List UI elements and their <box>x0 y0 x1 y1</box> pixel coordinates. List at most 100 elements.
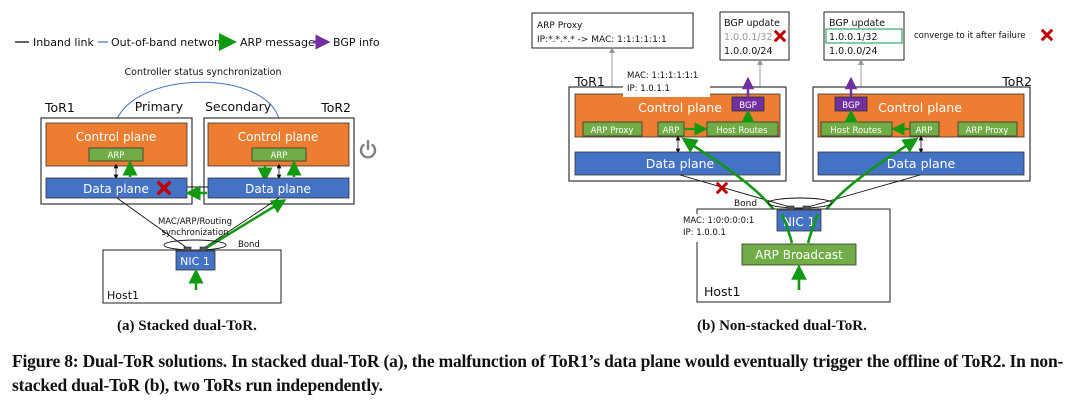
data-plane-label: Data plane <box>646 156 715 171</box>
failure-x-icon <box>1040 28 1054 42</box>
host-routes-module-label: Host Routes <box>830 126 882 136</box>
controller-sync-label: Controller status synchronization <box>125 67 282 78</box>
arp-module <box>909 121 940 137</box>
stacked-tor1: ToR1 Primary Control plane ARP Data plan… <box>40 99 193 205</box>
control-plane-label: Control plane <box>878 100 962 115</box>
bgp-module-label: BGP <box>739 101 756 111</box>
arp-proxy-info-frame <box>531 12 694 49</box>
host1-label: Host1 <box>107 289 139 302</box>
bgp-update-title: BGP update <box>829 18 885 29</box>
legend-label: ARP message <box>240 36 315 49</box>
bond-ellipse <box>163 239 227 251</box>
tor1-label: ToR1 <box>44 100 75 115</box>
data-plane-label: Data plane <box>245 182 311 196</box>
nic-port <box>802 205 811 211</box>
host1-label: Host1 <box>704 284 740 299</box>
sync-note-line1: MAC/ARP/Routing <box>158 217 232 227</box>
bgp-update-tor2-box: BGP update 1.0.0.1/32 1.0.0.0/24 <box>823 11 905 61</box>
arp-module-label: ARP <box>916 126 933 136</box>
data-plane <box>817 151 1025 176</box>
data-plane-label: Data plane <box>83 182 149 196</box>
legend-item-out-of-band: Out-of-band network <box>98 36 226 49</box>
highlight-route-box <box>825 28 903 44</box>
tor1-address-label <box>623 67 710 97</box>
tor1-ip: IP: 1.0.1.1 <box>627 84 670 94</box>
bgp-update-title: BGP update <box>724 18 780 29</box>
nic-port <box>199 246 208 252</box>
stacked-diagram: Controller status synchronization ToR1 P… <box>40 67 377 304</box>
arp-broadcast-tail <box>780 213 794 244</box>
control-plane-label: Control plane <box>638 100 722 115</box>
nonstacked-tor2: ToR2 Control plane BGP Host Routes ARP A… <box>812 74 1032 182</box>
arp-module-label: ARP <box>271 151 288 161</box>
bgp-update-tor1-box: BGP update 1.0.0.1/32 1.0.0.0/24 <box>719 11 790 61</box>
tor2-label: ToR2 <box>320 100 351 115</box>
host-address-label-bg <box>682 214 744 242</box>
route-host: 1.0.0.1/32 <box>829 32 878 43</box>
route-aggregate: 1.0.0.0/24 <box>724 46 773 57</box>
bond-ellipse <box>767 197 833 209</box>
bond-label: Bond <box>238 240 260 250</box>
route-withdrawn: 1.0.0.1/32 <box>724 32 773 43</box>
inband-link-tor2 <box>203 197 280 249</box>
bgp-update-frame <box>823 11 905 61</box>
arp-proxy-info-box: ARP Proxy IP:*.*.*.* -> MAC: 1:1:1:1:1:1 <box>531 12 694 49</box>
host-mac: MAC: 1:0:0:0:0:1 <box>683 216 754 226</box>
tor2-label: ToR2 <box>1001 74 1032 89</box>
arp-to-tor2-arrow <box>205 199 287 250</box>
sync-note-line2: synchronization <box>161 228 228 238</box>
inband-link-tor2 <box>807 174 921 208</box>
control-plane-label: Control plane <box>238 130 318 144</box>
host-ip: IP: 1.0.0.1 <box>683 228 726 238</box>
arp-proxy-module <box>582 121 643 137</box>
subcaption-a: (a) Stacked dual-ToR. <box>117 318 257 334</box>
nic1-label: NIC 1 <box>783 215 815 229</box>
bond-label: Bond <box>734 199 757 209</box>
tor1-mac: MAC: 1:1:1:1:1:1 <box>627 71 698 81</box>
arp-module <box>657 121 685 137</box>
oob-sync-arc <box>116 81 280 120</box>
converge-note: converge to it after failure <box>914 31 1025 41</box>
legend-label: Inband link <box>33 36 94 49</box>
legend-item-bgp-info: BGP info <box>313 34 380 50</box>
route-aggregate: 1.0.0.0/24 <box>829 46 878 57</box>
control-plane-label: Control plane <box>76 130 156 144</box>
secondary-label: Secondary <box>205 99 272 114</box>
arp-module-label: ARP <box>663 126 680 136</box>
arp-module <box>251 147 307 162</box>
link-failure-x-icon <box>715 181 729 195</box>
bgp-module-label: BGP <box>842 101 859 111</box>
legend-item-inband-link: Inband link <box>15 36 94 49</box>
nonstacked-diagram: ARP Proxy IP:*.*.*.* -> MAC: 1:1:1:1:1:1… <box>531 11 1054 303</box>
legend-label: Out-of-band network <box>111 36 226 49</box>
legend-label: BGP info <box>333 36 380 49</box>
arp-proxy-rule: IP:*.*.*.* -> MAC: 1:1:1:1:1:1 <box>537 35 667 45</box>
arp-module <box>88 147 144 162</box>
legend-item-arp-message: ARP message <box>218 33 315 51</box>
arp-broadcast-label: ARP Broadcast <box>755 248 843 262</box>
nic1-label: NIC 1 <box>180 255 210 268</box>
primary-label: Primary <box>135 99 184 114</box>
host-routes-module-label: Host Routes <box>716 126 768 136</box>
data-plane-label: Data plane <box>887 156 956 171</box>
arp-proxy-module-label: ARP Proxy <box>591 126 634 136</box>
nic-port <box>183 246 192 252</box>
stacked-tor2: Secondary ToR2 Control plane ARP Data pl… <box>203 99 377 205</box>
nic-port <box>786 205 795 211</box>
arp-proxy-module-label: ARP Proxy <box>966 126 1009 136</box>
power-off-icon <box>359 139 377 159</box>
nonstacked-tor1: ToR1 MAC: 1:1:1:1:1:1 IP: 1.0.1.1 Contro… <box>568 67 787 182</box>
tor1-label: ToR1 <box>574 74 605 89</box>
arp-broadcast-tail <box>806 213 820 244</box>
arp-module-label: ARP <box>108 151 125 161</box>
figure-caption: Figure 8: Dual-ToR solutions. In stacked… <box>12 351 1064 395</box>
bgp-update-frame <box>719 11 790 61</box>
inband-link-tor1 <box>679 174 791 208</box>
arp-proxy-module <box>957 121 1018 137</box>
nic1 <box>776 209 822 232</box>
inband-link-tor1 <box>116 197 188 249</box>
legend: Inband link Out-of-band network ARP mess… <box>15 33 380 51</box>
arp-proxy-title: ARP Proxy <box>537 21 583 31</box>
subcaption-b: (b) Non-stacked dual-ToR. <box>697 318 867 334</box>
